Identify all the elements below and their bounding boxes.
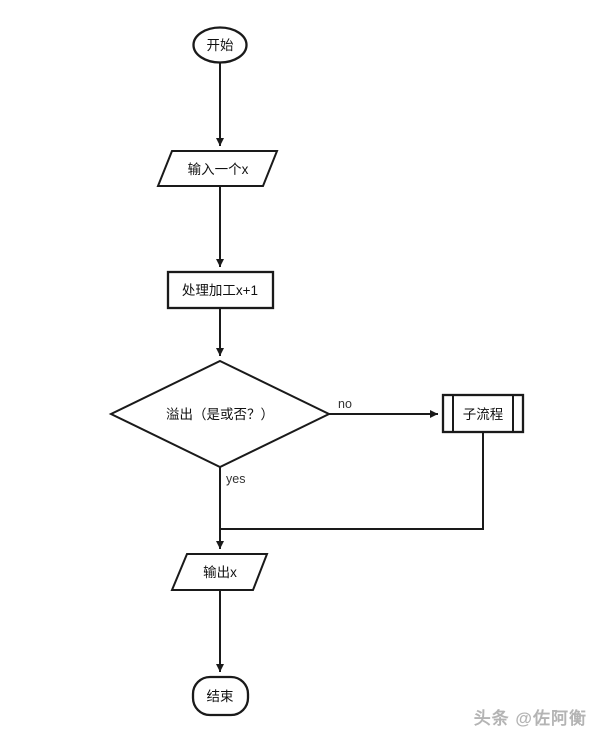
decision-node: 溢出（是或否？） bbox=[108, 359, 332, 469]
process-node: 处理加工x+1 bbox=[166, 270, 275, 310]
end-node: 结束 bbox=[191, 675, 250, 717]
input-parallelogram-shape bbox=[156, 150, 279, 187]
start-node: 开始 bbox=[192, 26, 248, 64]
edges bbox=[216, 63, 484, 672]
branch-yes-label: yes bbox=[226, 472, 245, 486]
subprocess-rect-shape bbox=[441, 393, 525, 434]
start-terminator-shape bbox=[192, 26, 248, 64]
output-node-label: 输出x bbox=[203, 565, 237, 580]
process-rect-shape bbox=[166, 270, 275, 310]
input-node: 输入一个x bbox=[156, 150, 279, 187]
toutiao-watermark: 头条 @佐阿衡 bbox=[473, 709, 587, 728]
output-node: 输出x bbox=[170, 553, 269, 591]
end-terminator-shape bbox=[191, 675, 250, 717]
branch-no-label: no bbox=[338, 397, 352, 411]
start-node-label: 开始 bbox=[207, 38, 234, 53]
decision-node-label: 溢出（是或否？） bbox=[166, 407, 274, 422]
subprocess-node: 子流程 bbox=[441, 393, 525, 434]
subprocess-node-label: 子流程 bbox=[463, 407, 504, 422]
process-node-label: 处理加工x+1 bbox=[182, 283, 258, 298]
end-node-label: 结束 bbox=[207, 689, 234, 704]
output-parallelogram-shape bbox=[170, 553, 269, 591]
edge-subprocess-return bbox=[221, 432, 484, 530]
input-node-label: 输入一个x bbox=[188, 162, 249, 177]
decision-diamond-shape bbox=[108, 359, 332, 469]
